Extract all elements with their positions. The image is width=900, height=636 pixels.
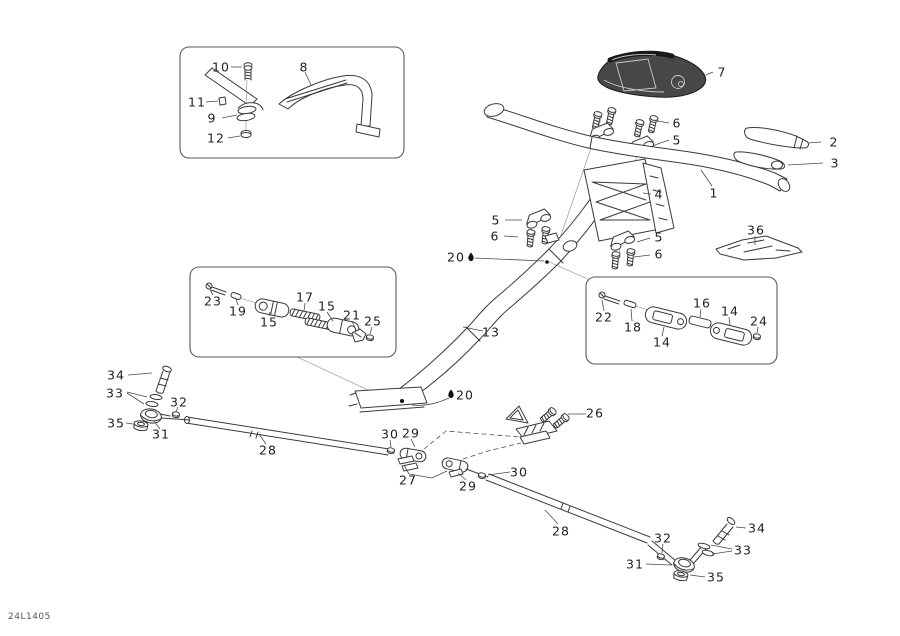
part-label-29: 29 xyxy=(459,478,477,494)
handlebar xyxy=(483,103,791,192)
part-label-35: 35 xyxy=(107,415,125,431)
part-label-31: 31 xyxy=(626,556,644,572)
grease-point-dot xyxy=(400,399,404,403)
part-label-1: 1 xyxy=(709,185,719,201)
part-label-6: 6 xyxy=(654,246,664,262)
drawing-code: 24L1405 xyxy=(8,612,51,622)
part-label-22: 22 xyxy=(595,309,613,325)
part-label-12: 12 xyxy=(207,130,225,146)
part-label-8: 8 xyxy=(299,59,309,75)
handlebar-pad xyxy=(597,50,714,98)
part-label-20: 20 xyxy=(456,387,474,403)
part-label-9: 9 xyxy=(207,110,217,126)
part-label-14: 14 xyxy=(721,303,739,319)
part-label-20: 20 xyxy=(447,249,465,265)
part-label-6: 6 xyxy=(490,228,500,244)
grease-point-dot xyxy=(545,260,549,264)
part-label-33: 33 xyxy=(734,542,752,558)
steering-column xyxy=(348,165,627,413)
pitman-bracket xyxy=(505,405,586,445)
part-label-11: 11 xyxy=(188,94,206,110)
part-label-5: 5 xyxy=(491,212,501,228)
part-label-33: 33 xyxy=(106,385,124,401)
part-label-26: 26 xyxy=(586,405,604,421)
part-label-13: 13 xyxy=(482,324,500,340)
part-label-4: 4 xyxy=(654,186,664,202)
inset-box-steering-arm-detail xyxy=(585,276,778,365)
part-label-28: 28 xyxy=(552,523,570,539)
support-plate-36 xyxy=(715,235,803,261)
part-label-34: 34 xyxy=(748,520,766,536)
part-label-36: 36 xyxy=(747,222,765,238)
part-label-23: 23 xyxy=(204,293,222,309)
grease-droplet-icon xyxy=(468,252,474,262)
part-label-24: 24 xyxy=(750,313,768,329)
grease-droplet-icon xyxy=(448,389,454,399)
tie-rod-right xyxy=(441,457,747,583)
riser-block xyxy=(503,106,675,270)
part-label-15: 15 xyxy=(318,298,336,314)
inset-box-hoop xyxy=(179,46,405,159)
part-label-30: 30 xyxy=(510,464,528,480)
part-label-17: 17 xyxy=(296,289,314,305)
part-label-31: 31 xyxy=(152,426,170,442)
part-label-32: 32 xyxy=(170,394,188,410)
part-label-3: 3 xyxy=(830,155,840,171)
part-label-35: 35 xyxy=(707,569,725,585)
part-label-2: 2 xyxy=(829,134,839,150)
part-label-30: 30 xyxy=(381,426,399,442)
part-label-29: 29 xyxy=(402,425,420,441)
part-label-5: 5 xyxy=(672,132,682,148)
part-label-28: 28 xyxy=(259,442,277,458)
part-label-32: 32 xyxy=(654,530,672,546)
part-label-5: 5 xyxy=(654,229,664,245)
part-label-10: 10 xyxy=(212,59,230,75)
part-label-15: 15 xyxy=(260,314,278,330)
part-label-34: 34 xyxy=(107,367,125,383)
part-label-6: 6 xyxy=(672,115,682,131)
part-label-18: 18 xyxy=(624,319,642,335)
inset-box-tie-rod-detail xyxy=(189,266,397,358)
part-label-14: 14 xyxy=(653,334,671,350)
part-label-7: 7 xyxy=(717,64,727,80)
tie-rod-left xyxy=(125,365,448,479)
part-label-16: 16 xyxy=(693,295,711,311)
part-label-27: 27 xyxy=(399,472,417,488)
part-label-19: 19 xyxy=(229,303,247,319)
part-label-25: 25 xyxy=(364,313,382,329)
grips xyxy=(733,127,824,170)
part-label-21: 21 xyxy=(343,307,361,323)
